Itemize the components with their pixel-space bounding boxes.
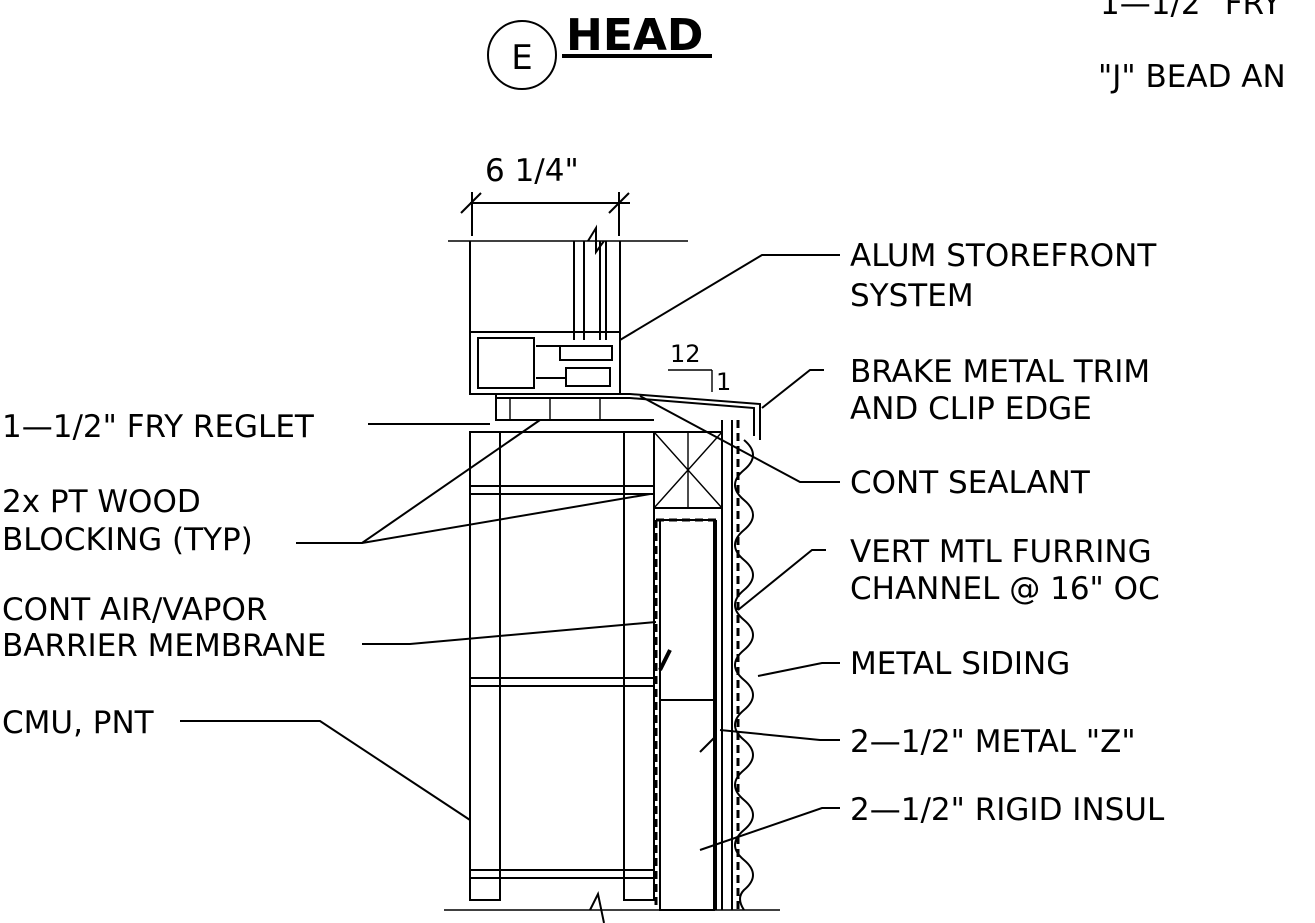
label-barrier-line1: CONT AIR/VAPOR xyxy=(2,592,267,628)
label-trim-line2: AND CLIP EDGE xyxy=(850,391,1092,427)
brake-metal-trim xyxy=(495,393,761,440)
slope-run: 1 xyxy=(716,368,731,396)
dimension-text: 6 1/4" xyxy=(485,153,579,189)
top-note-1: 1—1/2" FRY xyxy=(1100,0,1281,22)
slope-rise: 12 xyxy=(670,340,701,368)
slope-indicator: 12 1 xyxy=(668,340,731,396)
detail-title: E HEAD xyxy=(487,10,712,90)
label-insul: 2—1/2" RIGID INSUL xyxy=(850,792,1165,828)
storefront-system xyxy=(448,224,688,395)
cmu-wall xyxy=(444,431,780,923)
width-dimension: 6 1/4" xyxy=(460,153,630,236)
metal-siding xyxy=(734,439,754,911)
label-trim-line1: BRAKE METAL TRIM xyxy=(850,354,1150,390)
detail-title-text: HEAD xyxy=(566,10,703,61)
leader-lines xyxy=(180,254,840,851)
air-vapor-barrier xyxy=(654,518,716,910)
label-barrier-line2: BARRIER MEMBRANE xyxy=(2,628,326,664)
wood-blocking xyxy=(653,431,723,509)
rigid-insulation xyxy=(659,519,715,911)
label-storefront-line1: ALUM STOREFRONT xyxy=(850,238,1157,274)
top-note-2: "J" BEAD AN xyxy=(1098,59,1286,95)
label-storefront-line2: SYSTEM xyxy=(850,278,974,314)
label-cmu: CMU, PNT xyxy=(2,705,155,741)
detail-marker-letter: E xyxy=(511,38,532,78)
label-zee: 2—1/2" METAL "Z" xyxy=(850,724,1136,760)
label-sealant: CONT SEALANT xyxy=(850,465,1091,501)
label-siding: METAL SIDING xyxy=(850,646,1070,682)
label-blocking-line2: BLOCKING (TYP) xyxy=(2,522,253,558)
label-blocking-line1: 2x PT WOOD xyxy=(2,484,201,520)
label-furring-line2: CHANNEL @ 16" OC xyxy=(850,571,1160,607)
detail-marker-circle xyxy=(487,20,557,90)
label-furring-line1: VERT MTL FURRING xyxy=(850,534,1152,570)
label-reglet: 1—1/2" FRY REGLET xyxy=(2,409,315,445)
metal-z-and-furring xyxy=(658,420,740,910)
